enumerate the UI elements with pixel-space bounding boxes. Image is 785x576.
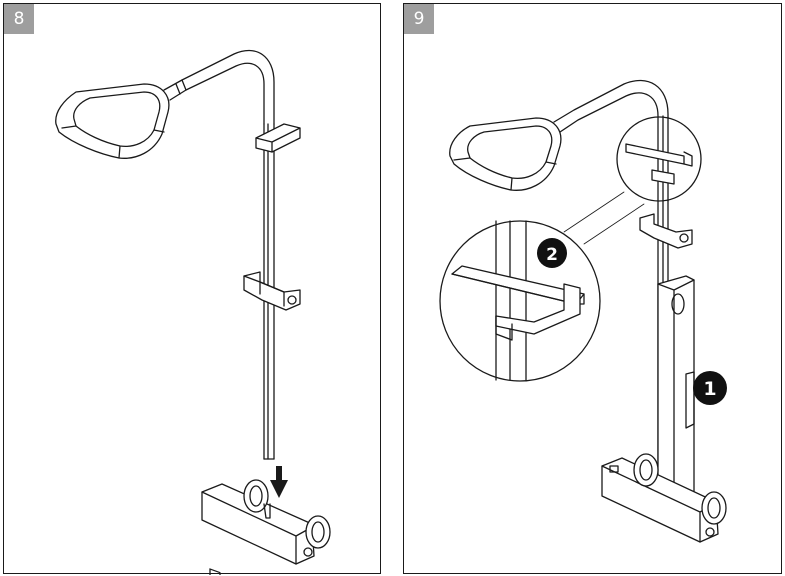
- thermostatic-mixer: [601, 453, 727, 543]
- small-detail-circle: [616, 116, 702, 202]
- step-9-illustration: 1 2: [439, 79, 727, 543]
- upper-wall-bracket: [255, 123, 301, 153]
- step-9-panel: 9: [403, 3, 782, 574]
- step-8-panel: 8: [3, 3, 381, 575]
- step-number-badge: 8: [4, 4, 34, 34]
- zoom-leader-line: [583, 203, 645, 245]
- down-arrow-icon: [270, 466, 288, 498]
- step-number-badge: 9: [404, 4, 434, 34]
- callout-2-label: 2: [546, 245, 558, 265]
- shower-arm: [163, 49, 275, 125]
- large-detail-circle: [439, 220, 601, 382]
- hand-shower-holder: [243, 271, 301, 311]
- callout-1-label: 1: [703, 378, 716, 400]
- thermostatic-mixer: [201, 479, 331, 575]
- callout-1: 1: [693, 371, 727, 405]
- shower-head: [55, 83, 170, 159]
- step-8-illustration: [55, 49, 331, 575]
- upper-wall-bracket: [639, 213, 693, 249]
- zoom-leader-line: [563, 191, 625, 233]
- mounting-rail: [657, 275, 695, 513]
- shower-head: [449, 117, 562, 191]
- callout-2: 2: [537, 238, 567, 268]
